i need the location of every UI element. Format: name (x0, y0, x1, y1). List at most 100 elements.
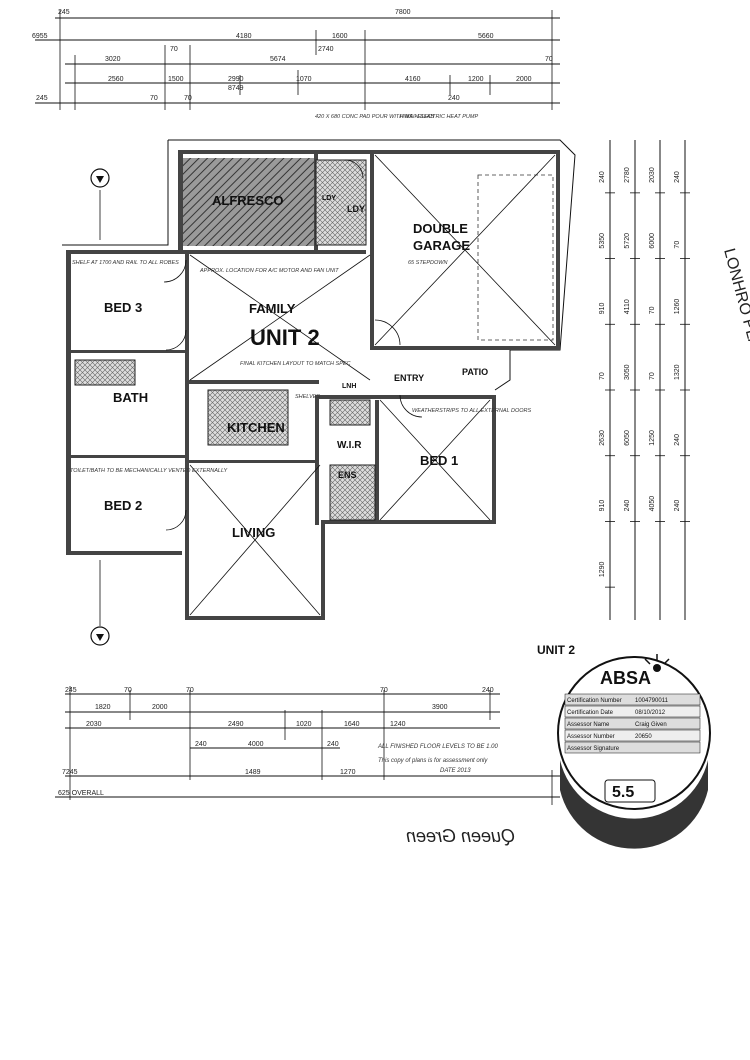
top-dim-r2-c: 1600 (332, 33, 348, 40)
bottom-dim-r3-b: 240 (195, 741, 207, 748)
seal-row (564, 729, 701, 742)
top-dim-r2-a: 6955 (32, 33, 48, 40)
room-wir: W.I.R (337, 440, 362, 451)
bottom-dim-r1-c: 70 (186, 687, 194, 694)
side-dim-label: 3050 (624, 364, 631, 380)
side-dim-label: 240 (624, 500, 631, 512)
top-dim-r5-a: 245 (36, 95, 48, 102)
bottom-dim-r3-c: 4000 (248, 741, 264, 748)
room-unit-2: UNIT 2 (250, 325, 320, 350)
bottom-dim-r2-f: 1240 (390, 721, 406, 728)
top-dim-r5-e: 240 (448, 95, 460, 102)
top-dim-r3-e: 70 (545, 56, 553, 63)
side-dim-label: 70 (649, 372, 656, 380)
note-shelves: SHELVES (295, 394, 320, 400)
side-dim-label: 5350 (599, 233, 606, 249)
bottom-note-2: This copy of plans is for assessment onl… (378, 758, 488, 764)
section-marker-icon (90, 168, 110, 188)
note-conc-pad: 420 X 680 CONC PAD POUR WITH MAIN SLAB (315, 114, 434, 120)
top-dim-r5-c: 70 (184, 95, 192, 102)
room-bed2: BED 2 (104, 498, 142, 513)
top-dim-r1-b: 7800 (395, 9, 411, 16)
room-alfresco: ALFRESCO (212, 193, 284, 208)
side-dim-label: 2030 (649, 167, 656, 183)
room-patio: PATIO (462, 367, 488, 377)
side-dim-label: 6000 (649, 233, 656, 249)
seal-row (564, 693, 701, 706)
room-bath: BATH (113, 390, 148, 405)
side-dim-label: 70 (674, 241, 681, 249)
bottom-dim-r1-e: 240 (482, 687, 494, 694)
seal-row-value: 20650 (635, 734, 652, 740)
bottom-dim-r2-c: 2490 (228, 721, 244, 728)
room-living: LIVING (232, 525, 275, 540)
bottom-dim-r2-e: 1640 (344, 721, 360, 728)
seal-row-label: Certification Date (567, 710, 614, 716)
room-ldy: LDY (347, 204, 365, 214)
seal-row-value: 08/10/2012 (635, 710, 666, 716)
bottom-dim-r4-a: 7245 (62, 769, 78, 776)
side-dim-label: 240 (674, 434, 681, 446)
alfresco-area (182, 158, 317, 246)
bottom-dim-r2-b: 2000 (152, 704, 168, 711)
note-weatherstrips: WEATHERSTRIPS TO ALL EXTERNAL DOORS (412, 408, 532, 414)
seal-row-label: Assessor Name (567, 722, 610, 728)
bottom-dimension-lines: 245 70 70 70 240 1820 2000 2490 1020 164… (55, 686, 560, 805)
side-dim-label: 5720 (624, 233, 631, 249)
room-family: FAMILY (249, 301, 296, 316)
top-dim-r3-a: 3020 (105, 56, 121, 63)
seal-row-label: Certification Number (567, 698, 622, 704)
side-dim-label: 2780 (624, 167, 631, 183)
bottom-dim-overall: 625 OVERALL (58, 790, 104, 797)
top-dim-r2-d: 5660 (478, 33, 494, 40)
plan-notes: APPROX. LOCATION FOR A/C MOTOR AND FAN U… (70, 114, 532, 474)
side-dim-label: 4050 (649, 496, 656, 512)
room-kitchen: KITCHEN (227, 420, 285, 435)
seal-row-label: Assessor Signature (567, 746, 620, 752)
room-lnh: LNH (342, 383, 356, 390)
side-dim-label: 70 (649, 306, 656, 314)
unit-label: UNIT 2 (537, 643, 575, 657)
top-dim-r4-b: 1500 (168, 76, 184, 83)
side-dim-label: 6050 (624, 430, 631, 446)
seal-sun-icon (644, 654, 670, 672)
top-dim-r4-f: 1200 (468, 76, 484, 83)
top-dim-r4-a: 2560 (108, 76, 124, 83)
handwritten-note: Queen Green (406, 826, 515, 846)
top-dim-r4-c: 2990 (228, 76, 244, 83)
side-dim-label: 70 (599, 372, 606, 380)
note-shelf-rail: SHELF AT 1700 AND RAIL TO ALL ROBES (72, 260, 179, 266)
seal-star-rating: 5.5 (612, 784, 634, 801)
side-dim-label: 910 (599, 500, 606, 512)
building-walls (62, 139, 576, 646)
room-labels: ALFRESCO DOUBLE GARAGE FAMILY UNIT 2 BED… (104, 193, 488, 540)
top-dimension-lines: 245 7800 6955 4180 1600 5660 3020 5674 7… (32, 9, 560, 110)
bottom-note-1: ALL FINISHED FLOOR LEVELS TO BE 1.00 (377, 744, 498, 750)
seal-row (564, 705, 701, 718)
top-dim-r5-d: 8749 (228, 85, 244, 92)
bottom-dim-r2-a: 1820 (95, 704, 111, 711)
room-ldy-2: LDY (322, 195, 336, 202)
bottom-dim-r2-d: 1020 (296, 721, 312, 728)
seal-row-label: Assessor Number (567, 734, 615, 740)
side-dim-label: 2630 (599, 430, 606, 446)
note-kitchen-layout: FINAL KITCHEN LAYOUT TO MATCH SPEC (240, 361, 351, 367)
seal-row-value: Craig Given (635, 722, 667, 728)
room-bed1: BED 1 (420, 453, 458, 468)
seal-row (564, 717, 701, 730)
bottom-note-3: DATE 2013 (440, 768, 471, 774)
bottom-dim-r2-g: 3900 (432, 704, 448, 711)
bottom-dim-r4-c: 1270 (340, 769, 356, 776)
top-dim-r1-a: 245 (58, 9, 70, 16)
side-dim-label: 1320 (674, 364, 681, 380)
side-dim-label: 240 (599, 171, 606, 183)
seal-row-value: 1004790011 (635, 698, 669, 704)
top-dim-r4-g: 2000 (516, 76, 532, 83)
room-bed3: BED 3 (104, 300, 142, 315)
side-dim-label: 240 (674, 171, 681, 183)
room-ens: ENS (338, 470, 357, 480)
seal-row (564, 741, 701, 754)
